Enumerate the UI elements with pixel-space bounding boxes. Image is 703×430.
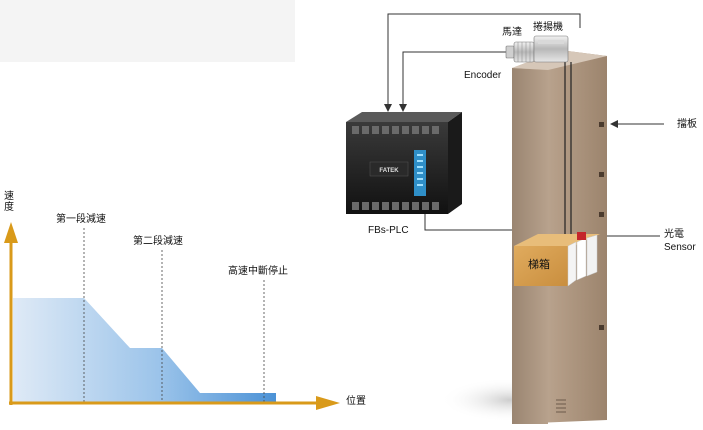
plc-terminals-top (352, 126, 439, 134)
car-side-panel (586, 234, 598, 277)
encoder-label: Encoder (464, 70, 502, 81)
y-axis-label: 速度 (4, 191, 14, 213)
plc-brand-label: FATEK (379, 168, 399, 174)
marker-label-high-speed-stop: 高速中斷停止 (228, 266, 288, 277)
motor-label: 馬達 (502, 27, 522, 38)
hoist-drum-icon (533, 35, 569, 63)
pit-buffer (556, 399, 566, 413)
plc-side (448, 112, 462, 214)
elevator-car (514, 232, 600, 287)
shield-label: 擋板 (677, 119, 697, 130)
photo-sensor (577, 232, 586, 240)
motor-icon (513, 41, 535, 63)
shield-plate (599, 212, 604, 217)
marker-label-second-decel: 第二段減速 (133, 236, 183, 247)
plc-top (346, 112, 462, 122)
sensor-label-cn: 光電 (664, 229, 684, 240)
velocity-profile-area (13, 298, 276, 403)
hoist-assembly (505, 35, 569, 63)
shield-plate (599, 172, 604, 177)
velocity-profile (4, 222, 340, 410)
y-axis-arrow (4, 222, 18, 243)
x-axis-label: 位置 (346, 396, 366, 407)
shield-plate (599, 122, 604, 127)
shield-plate (599, 325, 604, 330)
car-side-panel (576, 237, 587, 281)
sensor-label-en: Sensor (664, 242, 696, 253)
plc-unit: FATEK (346, 112, 462, 214)
header-banner (0, 0, 295, 62)
x-axis-arrow (316, 396, 340, 410)
marker-label-first-decel: 第一段減速 (56, 214, 106, 225)
plc-terminals-bottom (352, 202, 439, 210)
encoder-icon (505, 45, 515, 59)
wire-encoder-to-plc (402, 51, 508, 110)
plc-label: FBs-PLC (368, 225, 409, 236)
plc-label-panel (369, 161, 409, 177)
wire-plc-to-hoist (387, 13, 581, 110)
car-label: 梯箱 (528, 258, 550, 271)
hoist-label: 捲揚機 (533, 22, 563, 33)
car-front (514, 246, 568, 286)
car-side-panel (567, 241, 577, 287)
